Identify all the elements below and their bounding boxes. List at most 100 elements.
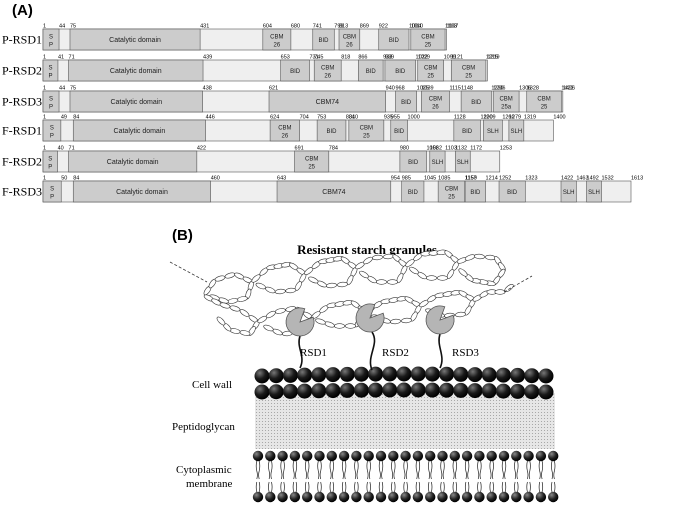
- cytoplasmic-membrane: [252, 450, 559, 503]
- domain-label: 26: [432, 105, 439, 111]
- lipid-tail: [464, 460, 470, 480]
- domain-box: [378, 28, 410, 51]
- position-label: 1279: [509, 115, 521, 121]
- lipid-head-inner: [511, 491, 522, 503]
- domain-label: BID: [408, 190, 419, 196]
- cell-wall-subunit: [510, 383, 526, 399]
- domain-label: CBM: [305, 157, 318, 163]
- position-label: 1400: [553, 115, 565, 121]
- starch-title: Resistant starch granules: [297, 242, 437, 257]
- cell-wall-subunit: [339, 382, 355, 398]
- glucose-unit: [376, 279, 388, 285]
- cell-wall-subunit: [368, 366, 384, 382]
- cell-wall-subunit: [467, 383, 483, 399]
- position-label: 71: [69, 55, 75, 61]
- position-label: 438: [203, 86, 212, 92]
- position-label: 1200: [480, 115, 492, 121]
- protein-name: P-RSD2: [2, 64, 42, 78]
- domain-label: CBM: [429, 97, 442, 103]
- domain-box: [401, 180, 425, 203]
- domain-bid: BID: [384, 59, 416, 82]
- position-label: 799: [334, 24, 343, 30]
- domain-label: BID: [290, 69, 301, 75]
- domain-box: [429, 150, 446, 173]
- position-label: 1085: [438, 176, 450, 182]
- lipid-tail: [391, 481, 396, 493]
- domain-label: BID: [471, 100, 482, 106]
- glucose-unit: [224, 272, 236, 279]
- domain-label: BID: [408, 160, 419, 166]
- domain-label: CBM: [462, 66, 475, 72]
- domain-box: [560, 180, 577, 203]
- position-label: 1215: [486, 55, 498, 61]
- domain-sp: SP: [42, 90, 60, 113]
- domain-slh: SLH: [429, 150, 446, 173]
- lipid-head-outer: [474, 450, 485, 462]
- domain-box: [526, 90, 562, 113]
- cell-wall-layer: [254, 366, 554, 400]
- position-label: 1328: [527, 86, 539, 92]
- lipid-head-outer: [265, 450, 276, 462]
- position-label: 1214: [486, 176, 498, 182]
- position-label: 431: [200, 24, 209, 30]
- lipid-head-outer: [486, 450, 497, 462]
- domain-label: S: [48, 66, 52, 72]
- domain-label: Catalytic domain: [109, 37, 161, 44]
- lipid-tail: [403, 460, 408, 480]
- domain-box: [384, 59, 416, 82]
- lipid-tail: [341, 481, 347, 493]
- domain-label: P: [48, 165, 52, 171]
- lipid-head-inner: [289, 491, 301, 503]
- domain-label: BID: [507, 190, 518, 196]
- position-label: 84: [73, 176, 79, 182]
- protein-name: P-RSD1: [2, 33, 42, 47]
- cell-wall-subunit: [268, 384, 284, 400]
- lipid-head-inner: [302, 491, 313, 503]
- domain-label: 25: [363, 134, 370, 140]
- domain-label: 26: [282, 134, 289, 140]
- lipid-tail: [477, 460, 482, 480]
- lipid-head-outer: [388, 450, 399, 462]
- lipid-tail: [415, 481, 421, 493]
- cell-wall-subunit: [439, 382, 455, 398]
- lipid-tail: [489, 481, 494, 493]
- domain-box: [72, 180, 211, 203]
- glucose-unit: [214, 275, 226, 282]
- cell-wall-subunit: [481, 367, 497, 383]
- domain-bid: BID: [280, 59, 310, 82]
- lipid-tail: [526, 481, 531, 493]
- domain-catalytic-domain: Catalytic domain: [68, 59, 204, 82]
- lipid-head-inner: [314, 491, 325, 503]
- lipid-tail: [292, 481, 298, 493]
- lipid-tail: [489, 460, 494, 480]
- glucose-unit: [426, 275, 438, 281]
- protein-name: F-RSD3: [2, 185, 42, 199]
- position-label: 446: [206, 115, 215, 121]
- domain-label: S: [49, 97, 53, 103]
- position-label: 1: [43, 115, 46, 121]
- cell-wall-subunit: [538, 384, 554, 400]
- lipid-head-outer: [363, 450, 374, 462]
- position-label: 813: [339, 24, 348, 30]
- position-label: 1532: [601, 176, 613, 182]
- lipid-head-outer: [425, 450, 436, 462]
- lipid-tail: [378, 481, 384, 493]
- domain-box: [42, 180, 62, 203]
- lipid-head-inner: [486, 491, 497, 503]
- cell-wall-subunit: [495, 383, 511, 399]
- position-label: 980: [400, 146, 409, 152]
- domain-box: [72, 119, 206, 142]
- position-label: 604: [263, 24, 272, 30]
- domain-bid: BID: [390, 119, 408, 142]
- position-label: 1148: [461, 86, 473, 92]
- domain-bid: BID: [378, 28, 410, 51]
- domain-box: [390, 119, 408, 142]
- position-label: 1099: [444, 55, 456, 61]
- lipid-head-inner: [548, 491, 559, 503]
